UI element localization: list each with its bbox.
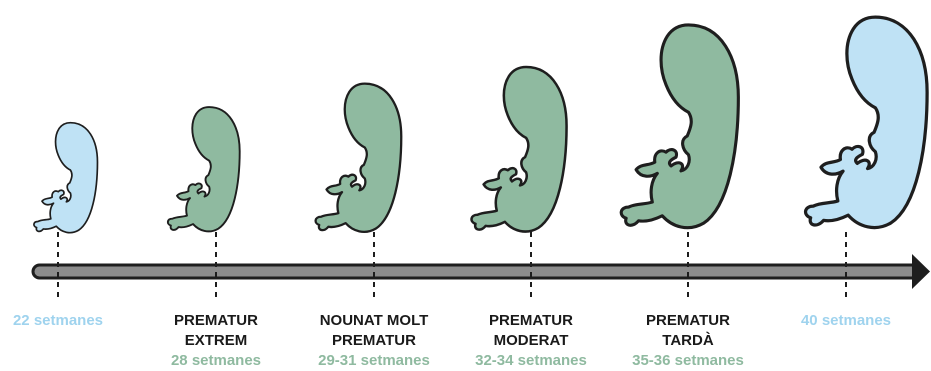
stage-label-very-preterm: NOUNAT MOLT PREMATUR 29-31 setmanes xyxy=(299,311,449,371)
stage-title: PREMATUR TARDÀ xyxy=(613,311,763,351)
stage-title: PREMATUR EXTREM xyxy=(141,311,291,351)
stage-label-22: 22 setmanes xyxy=(0,311,133,331)
stage-label-late: PREMATUR TARDÀ 35-36 setmanes xyxy=(613,311,763,371)
stage-weeks: 28 setmanes xyxy=(141,351,291,371)
stage-weeks: 35-36 setmanes xyxy=(613,351,763,371)
stage-weeks: 22 setmanes xyxy=(0,311,133,331)
timeline-arrow xyxy=(33,254,930,289)
stage-title: PREMATUR MODERAT xyxy=(456,311,606,351)
stage-title: NOUNAT MOLT PREMATUR xyxy=(299,311,449,351)
stage-label-40: 40 setmanes xyxy=(771,311,921,331)
stage-weeks: 40 setmanes xyxy=(771,311,921,331)
fetus-28-weeks-icon xyxy=(168,107,240,231)
fetus-40-weeks-icon xyxy=(806,17,928,227)
fetus-29-31-weeks-icon xyxy=(316,84,402,232)
stage-weeks: 29-31 setmanes xyxy=(299,351,449,371)
fetus-32-34-weeks-icon xyxy=(472,67,567,231)
fetus-22-weeks-icon xyxy=(34,123,98,233)
stage-label-moderate: PREMATUR MODERAT 32-34 setmanes xyxy=(456,311,606,371)
stage-label-extreme: PREMATUR EXTREM 28 setmanes xyxy=(141,311,291,371)
fetus-35-36-weeks-icon xyxy=(621,25,738,228)
stage-weeks: 32-34 setmanes xyxy=(456,351,606,371)
